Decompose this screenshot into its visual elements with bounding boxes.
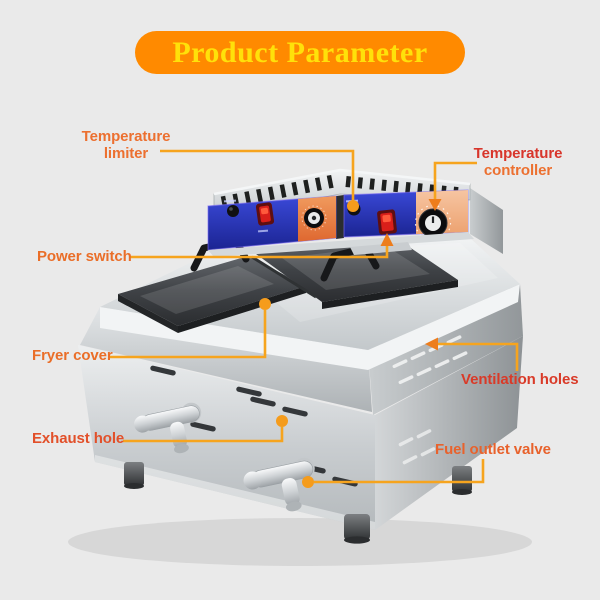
callout-dot-fryer-cover xyxy=(259,298,271,310)
vent-slit xyxy=(392,359,408,369)
valve-nozzle xyxy=(174,443,189,454)
panel-ledge xyxy=(208,232,474,257)
label-temperature-controller-line2: controller xyxy=(483,161,553,179)
callout-line-fuel-outlet-valve xyxy=(314,459,485,484)
exhaust-hole-slot xyxy=(250,396,276,407)
label-ventilation-holes: Ventilation holes xyxy=(461,371,579,389)
feet xyxy=(124,462,472,544)
controller-knob-left-ticks xyxy=(301,205,327,231)
splash-guard-rim xyxy=(213,168,471,196)
foot-right-base xyxy=(452,489,472,495)
vent-slot xyxy=(420,447,436,457)
foot-left-base xyxy=(124,483,144,489)
cover-left-sheen xyxy=(140,266,274,314)
callout-line-temperature-controller xyxy=(433,161,477,200)
power-switch-rocker-left xyxy=(255,202,275,226)
fuel-outlet-valve xyxy=(243,457,315,512)
label-fryer-cover: Fryer cover xyxy=(32,347,113,365)
label-power-switch-line1: Power switch xyxy=(37,248,132,265)
vent-slot xyxy=(190,421,216,432)
cabinet-front-face xyxy=(78,345,375,530)
exhaust-hole-slot xyxy=(282,406,308,417)
callout-dot-temperature-limiter xyxy=(347,200,359,212)
cover-left-top xyxy=(118,256,306,326)
callout-line-exhaust-hole xyxy=(123,427,284,443)
callout-arrow-temperature-controller xyxy=(428,199,442,211)
cover-right-top xyxy=(256,238,458,302)
floor-shadow xyxy=(68,518,532,566)
label-exhaust-hole-line1: Exhaust hole xyxy=(32,430,125,447)
housing-right-side xyxy=(470,188,503,254)
cover-seam xyxy=(251,255,317,299)
cabinet-side-vent-slots xyxy=(398,429,436,465)
label-fuel-outlet-valve-line1: Fuel outlet valve xyxy=(435,441,551,458)
label-fuel-outlet-valve: Fuel outlet valve xyxy=(435,441,551,459)
cabinet-bottom-edge xyxy=(95,455,375,530)
vent-slit xyxy=(452,351,468,361)
callout-lines xyxy=(110,149,519,488)
foot-front-base xyxy=(344,536,370,544)
label-exhaust-hole: Exhaust hole xyxy=(32,430,125,448)
top-edge-skirt xyxy=(100,284,520,370)
callout-dot-exhaust-hole xyxy=(276,415,288,427)
callout-dot-fuel-outlet-valve xyxy=(302,476,314,488)
label-ventilation-holes-line1: Ventilation holes xyxy=(461,371,579,388)
control-panel-left xyxy=(207,195,337,251)
control-panel-right xyxy=(343,189,469,242)
power-switch-rocker xyxy=(377,209,397,235)
cover-left-front-edge xyxy=(178,286,306,333)
valve-handle-ball xyxy=(243,471,262,490)
panel-print-mark xyxy=(257,229,269,233)
callout-arrow-ventilation-holes xyxy=(425,337,438,351)
vent-slit xyxy=(410,351,426,361)
fryer-cover-right xyxy=(251,238,458,309)
title-banner: Product Parameter xyxy=(135,31,465,74)
vent-slit xyxy=(416,367,432,377)
vent-slit xyxy=(446,335,462,345)
rocker-glow xyxy=(260,207,269,215)
valve-handle-ball xyxy=(134,415,152,433)
panel-print-mark xyxy=(223,199,237,203)
cover-right-front-edge xyxy=(322,280,458,309)
vent-slot xyxy=(236,386,262,397)
basket-hanger-bracket xyxy=(350,242,412,255)
label-temperature-limiter-line1: Temperature xyxy=(81,128,171,145)
title-text: Product Parameter xyxy=(172,35,428,69)
label-fryer-cover-line1: Fryer cover xyxy=(32,347,113,364)
callout-line-power-switch xyxy=(130,245,389,259)
callout-line-temperature-limiter xyxy=(160,149,355,201)
callout-line-ventilation-holes xyxy=(437,342,519,371)
rocker-glow xyxy=(382,214,391,223)
limiter-button-left-highlight xyxy=(229,207,233,211)
vent-slit xyxy=(434,359,450,369)
label-temperature-limiter-line2: limiter xyxy=(103,144,149,162)
gas-valve-left xyxy=(134,402,202,454)
foot-left xyxy=(124,462,144,486)
label-temperature-controller-line1: Temperature xyxy=(473,145,563,162)
vent-slit xyxy=(398,375,414,385)
foot-front xyxy=(344,514,370,540)
callout-arrow-power-switch xyxy=(380,233,394,246)
limiter-button-left xyxy=(227,205,239,217)
vent-slot xyxy=(398,437,414,447)
label-temperature-controller: Temperature controller xyxy=(466,145,570,179)
vent-slot xyxy=(150,365,176,376)
callout-line-fryer-cover xyxy=(110,310,267,359)
vent-slot xyxy=(402,455,418,465)
valve-nozzle xyxy=(285,501,302,512)
panel-gap xyxy=(336,195,344,239)
vent-slot xyxy=(416,429,432,439)
foot-right xyxy=(452,466,472,492)
controller-knob-left-center xyxy=(311,215,317,221)
valve-spout xyxy=(281,478,300,506)
cover-left-side-edge xyxy=(118,294,178,333)
label-power-switch: Power switch xyxy=(37,248,132,266)
label-temperature-limiter: Temperature limiter xyxy=(74,128,178,162)
